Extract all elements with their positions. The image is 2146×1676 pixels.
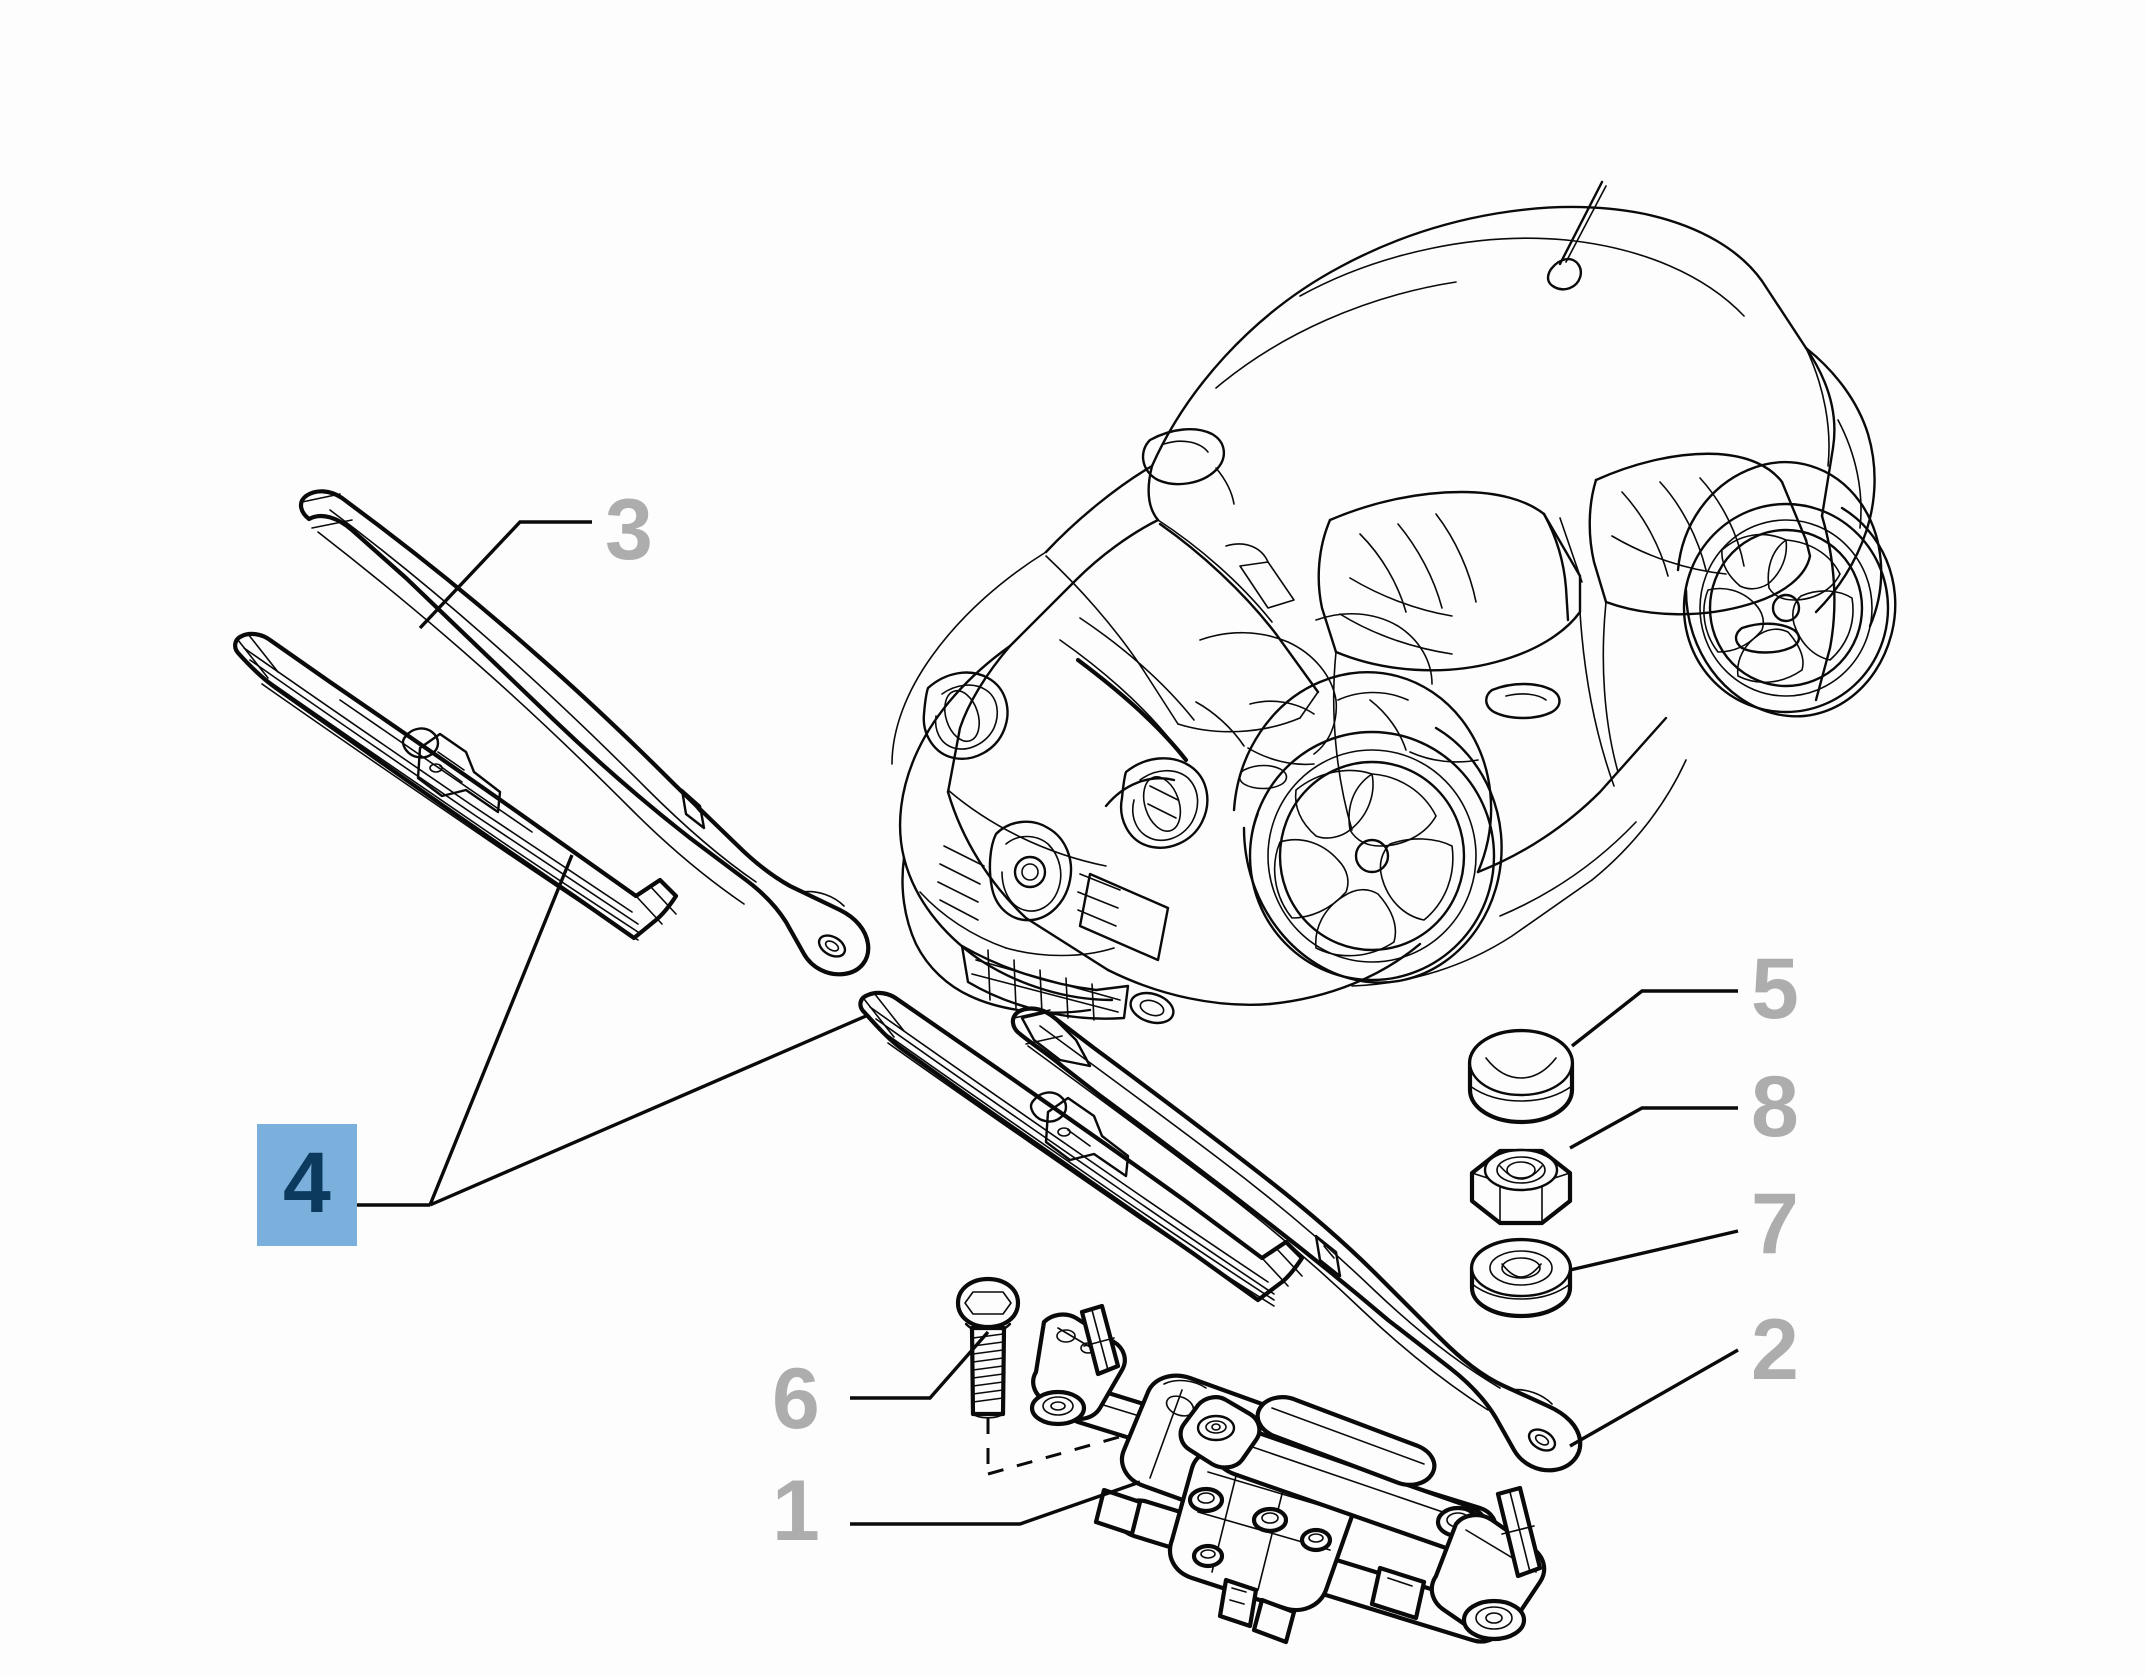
wiper-blade-lower-part (858, 990, 1305, 1307)
callout-3[interactable]: 3 (605, 482, 653, 578)
leader-lines (336, 520, 1739, 1526)
callout-2[interactable]: 2 (1751, 1302, 1799, 1398)
wiper-arm-passenger-part (298, 489, 871, 977)
wiper-motor-linkage-assembly-part (1029, 1303, 1547, 1645)
hex-nut-part (1469, 1148, 1573, 1226)
vehicle-illustration (891, 180, 1897, 1025)
upper-wiper-assembly (233, 489, 871, 977)
callout-1[interactable]: 1 (772, 1463, 820, 1559)
hardware-parts (1467, 1028, 1575, 1319)
callout-4[interactable]: 4 (257, 1124, 357, 1246)
washer-seal-part (1469, 1237, 1573, 1319)
callout-5[interactable]: 5 (1751, 941, 1799, 1037)
callout-7[interactable]: 7 (1751, 1176, 1799, 1272)
callout-6[interactable]: 6 (772, 1351, 820, 1447)
callout-8[interactable]: 8 (1751, 1059, 1799, 1155)
wiper-blade-upper-part (233, 631, 679, 941)
spindle-cap-part (1467, 1028, 1575, 1125)
